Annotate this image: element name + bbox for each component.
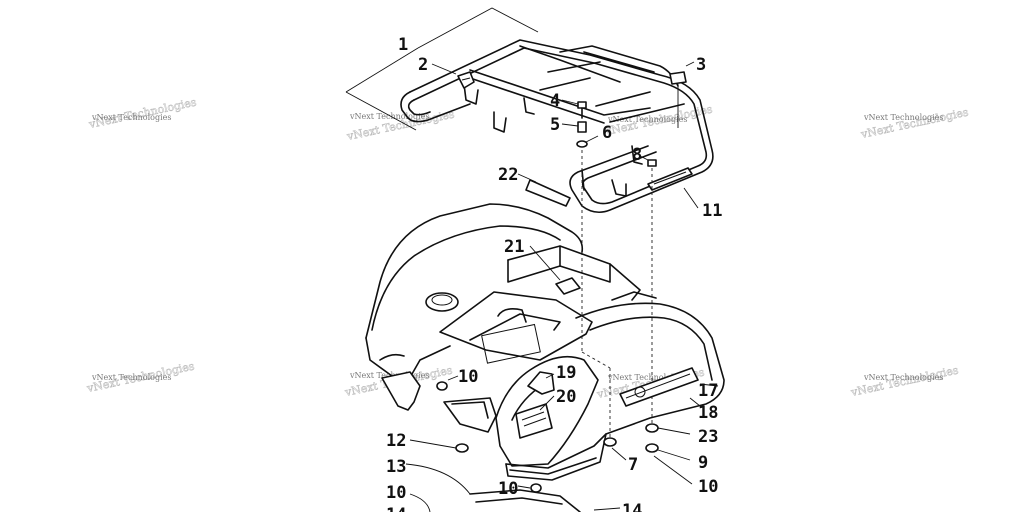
callout-6: 6 xyxy=(602,123,612,143)
callout-3: 3 xyxy=(696,55,706,75)
watermark: vNext Technologies xyxy=(863,113,943,122)
decal-part xyxy=(515,403,553,439)
leader-line xyxy=(593,507,621,511)
washer-part xyxy=(645,423,659,433)
watermark: vNext Technologies xyxy=(91,373,171,382)
callout-7: 7 xyxy=(628,455,638,475)
leader-line xyxy=(685,61,695,67)
watermark-shadow: vNext Technologies xyxy=(859,105,970,141)
callout-12: 12 xyxy=(386,431,406,451)
mud-flap xyxy=(381,371,421,411)
leader-line xyxy=(689,397,701,407)
callout-8: 8 xyxy=(632,145,642,165)
leader-line xyxy=(611,447,627,461)
callout-10: 10 xyxy=(386,483,406,503)
assembly-bracket xyxy=(345,47,419,93)
callout-labels: 1 2 3 4 5 6 8 11 22 21 10 19 20 17 18 23… xyxy=(386,35,722,512)
nut-part xyxy=(530,483,542,493)
rear-fender xyxy=(365,203,725,481)
side-decal-detail xyxy=(625,373,691,399)
rear-rack xyxy=(400,39,714,214)
watermark: vNext Technologies xyxy=(91,113,171,122)
leader-line xyxy=(657,427,691,435)
leader-line xyxy=(639,155,649,161)
callout-10: 10 xyxy=(458,367,478,387)
leader-line xyxy=(561,123,579,127)
nut-part xyxy=(645,443,659,453)
callout-4: 4 xyxy=(550,91,560,111)
callout-5: 5 xyxy=(550,115,560,135)
callout-1: 1 xyxy=(398,35,408,55)
watermark: vNext Technologies xyxy=(349,112,429,121)
fender-hole-inner xyxy=(431,294,453,306)
callout-22: 22 xyxy=(498,165,518,185)
callout-18: 18 xyxy=(698,403,718,423)
leader-line xyxy=(405,463,471,495)
callout-19: 19 xyxy=(556,363,576,383)
watermark: vNext Technologies xyxy=(607,373,687,382)
callout-11: 11 xyxy=(702,201,722,221)
watermark: vNext Technologies xyxy=(349,371,429,380)
clip-part-detail xyxy=(461,77,471,81)
callout-10: 10 xyxy=(698,477,718,497)
watermark: vNext Technologies xyxy=(863,373,943,382)
callout-17: 17 xyxy=(698,381,718,401)
leader-line xyxy=(539,395,555,411)
leader-line xyxy=(683,187,699,209)
callout-14: 14 xyxy=(386,505,406,512)
callout-13: 13 xyxy=(386,457,406,477)
clip-part xyxy=(457,71,475,89)
bolt-head xyxy=(577,101,587,109)
washer-part xyxy=(576,140,588,148)
leader-line xyxy=(653,455,693,485)
leader-line xyxy=(517,173,537,183)
leader-line xyxy=(585,135,599,143)
grommet-part xyxy=(455,443,469,453)
alignment-line xyxy=(581,351,611,369)
callout-23: 23 xyxy=(698,427,718,447)
callout-2: 2 xyxy=(418,55,428,75)
leader-line xyxy=(561,99,579,105)
assembly-bracket xyxy=(417,7,539,49)
cap-part xyxy=(669,71,687,85)
leader-line xyxy=(545,373,555,379)
leader-line xyxy=(699,383,719,387)
fender-hole xyxy=(425,292,459,312)
leader-line xyxy=(409,493,431,512)
nut-part xyxy=(436,381,448,391)
splash-panel xyxy=(475,497,563,505)
side-decal-detail xyxy=(634,386,646,398)
bolt-head xyxy=(647,159,657,167)
splash-panel xyxy=(469,489,581,512)
leader-line xyxy=(431,63,457,75)
decal-detail xyxy=(523,417,547,427)
assembly-bracket xyxy=(345,91,417,131)
callout-20: 20 xyxy=(556,387,576,407)
tray-recess xyxy=(481,323,541,364)
watermark: vNext Technologies xyxy=(607,115,687,124)
callout-14: 14 xyxy=(622,501,642,512)
watermark-group: vNext Technologies vNext Technologies vN… xyxy=(85,95,970,401)
leader-line xyxy=(529,245,561,281)
rack-decal-detail xyxy=(653,171,687,185)
callout-21: 21 xyxy=(504,237,524,257)
leader-line xyxy=(657,449,691,461)
nut-part xyxy=(603,437,617,447)
leader-line xyxy=(517,485,531,489)
decal-detail xyxy=(521,411,545,421)
callout-9: 9 xyxy=(698,453,708,473)
leader-line xyxy=(409,439,457,449)
spacer-part xyxy=(577,121,587,133)
callout-10: 10 xyxy=(498,479,518,499)
bracket-part xyxy=(527,371,555,395)
decal-part xyxy=(525,179,571,207)
decal-part xyxy=(555,277,581,295)
leader-line xyxy=(447,375,459,381)
